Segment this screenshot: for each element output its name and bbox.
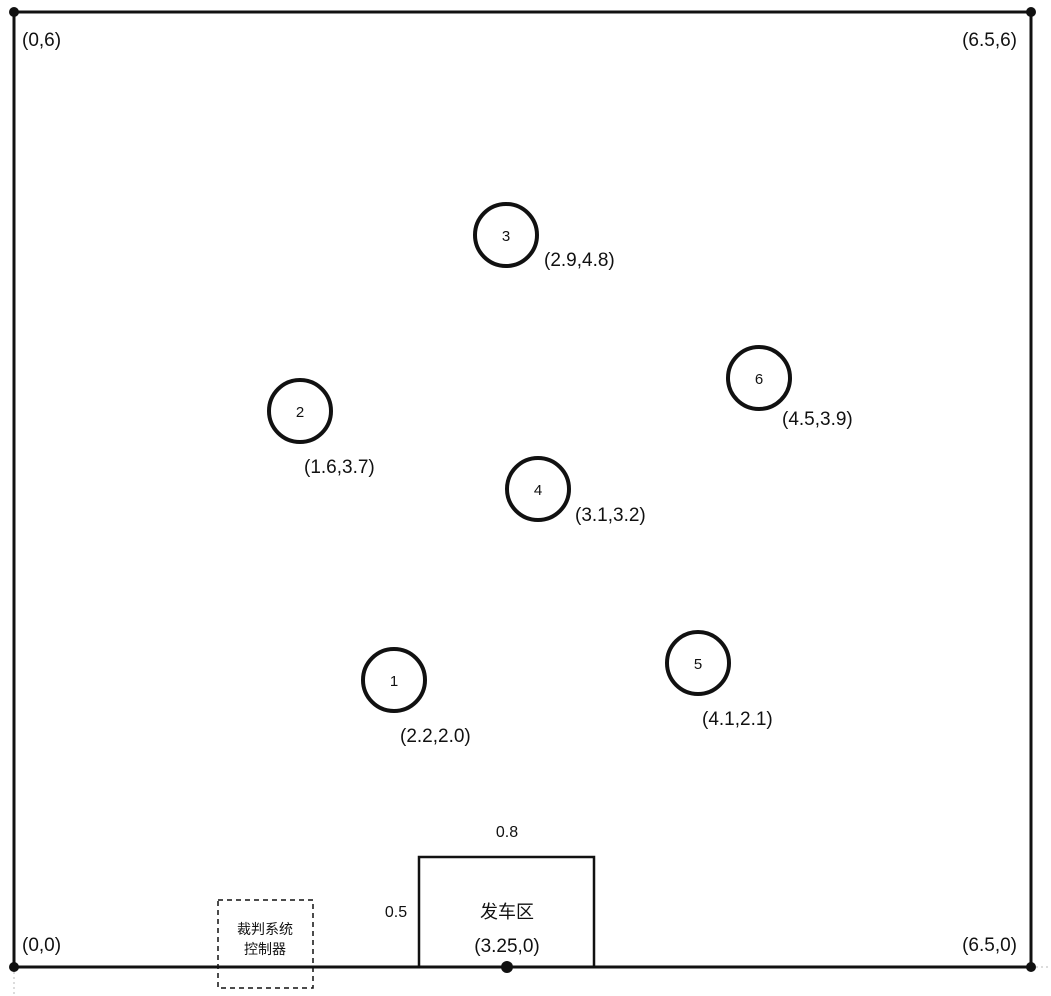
target-number: 5 (694, 656, 702, 673)
target-circle (361, 647, 427, 713)
corner-point-bottom-right (1026, 962, 1036, 972)
target-coordinate-label: (4.1,2.1) (702, 709, 773, 730)
target-number: 6 (755, 371, 763, 388)
target-coordinate-label: (3.1,3.2) (575, 505, 646, 526)
target-2: 2 (1.6,3.7) (267, 378, 375, 478)
target-coordinate-label: (2.9,4.8) (544, 250, 615, 271)
target-5: 5 (4.1,2.1) (665, 630, 773, 730)
corner-label-top-left: (0,6) (22, 30, 61, 51)
start-zone-height-label: 0.5 (385, 904, 407, 921)
corner-point-top-right (1026, 7, 1036, 17)
corner-point-bottom-left (9, 962, 19, 972)
start-zone-position-label: (3.25,0) (474, 936, 539, 957)
corner-point-top-left (9, 7, 19, 17)
corner-label-bottom-right: (6.5,0) (962, 935, 1017, 956)
target-6: 6 (4.5,3.9) (726, 345, 853, 430)
target-circle (726, 345, 792, 411)
target-number: 1 (390, 673, 398, 690)
target-4: 4 (3.1,3.2) (505, 456, 646, 526)
corner-label-top-right: (6.5,6) (962, 30, 1017, 51)
corner-label-bottom-left: (0,0) (22, 935, 61, 956)
field-boundary (12, 10, 1033, 969)
referee-controller: 裁判系统 控制器 (217, 899, 314, 989)
referee-controller-label-line1: 裁判系统 (237, 922, 293, 938)
target-coordinate-label: (2.2,2.0) (400, 726, 471, 747)
target-circle (665, 630, 731, 696)
start-zone-name: 发车区 (480, 902, 534, 923)
target-circle (473, 202, 539, 268)
target-circle (505, 456, 571, 522)
target-number: 4 (534, 482, 542, 499)
start-zone-origin-point (501, 961, 513, 973)
target-number: 3 (502, 228, 510, 245)
target-number: 2 (296, 404, 304, 421)
target-circle (267, 378, 333, 444)
referee-controller-box (217, 899, 314, 989)
target-3: 3 (2.9,4.8) (473, 202, 615, 271)
target-1: 1 (2.2,2.0) (361, 647, 471, 747)
referee-controller-label-line2: 控制器 (244, 942, 286, 958)
target-coordinate-label: (4.5,3.9) (782, 409, 853, 430)
start-zone-width-label: 0.8 (496, 824, 518, 841)
target-coordinate-label: (1.6,3.7) (304, 457, 375, 478)
start-zone: 0.8 0.5 发车区 (3.25,0) (385, 824, 596, 973)
